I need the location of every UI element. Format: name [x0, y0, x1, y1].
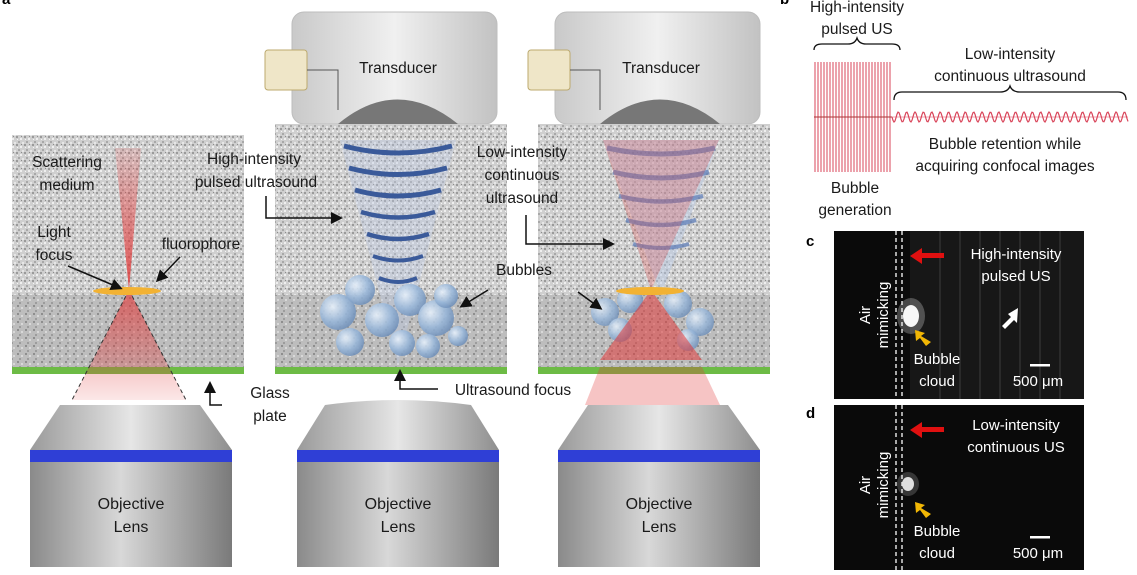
image-panel-d: Air mimicking Low-intensity continuous U…: [834, 405, 1084, 570]
lo-cont-arrow: [525, 215, 615, 250]
d-air-label-2: mimicking: [875, 452, 892, 519]
c-bubble-label-1: Bubble: [914, 351, 961, 368]
c-air-label-1: Air: [857, 306, 874, 324]
yellow-arrow-d: [915, 502, 931, 518]
c-us-label-2: pulsed US: [981, 268, 1050, 285]
objective-label-middle-1: Objective: [365, 496, 432, 513]
b-continuous-waveform: [891, 110, 1129, 124]
b-hi-label-2: pulsed US: [821, 21, 893, 38]
hi-pulsed-label-2: pulsed ultrasound: [195, 174, 317, 191]
red-arrow-c: [910, 248, 944, 264]
light-focus-arrow: [67, 265, 123, 291]
objective-label-left-1: Objective: [98, 496, 165, 513]
bubbles-arrow-right: [577, 291, 603, 310]
b-retention-label-2: acquiring confocal images: [915, 158, 1094, 175]
bubbles-arrow-middle: [459, 289, 489, 308]
objective-lens-left: Objective Lens: [30, 405, 232, 567]
image-panel-c: Air mimicking High-intensity pulsed US B…: [834, 231, 1084, 399]
objective-label-middle-2: Lens: [381, 519, 416, 536]
bubbles-label: Bubbles: [496, 262, 552, 279]
us-focus-arrow: [394, 369, 438, 390]
glass-plate-middle: [275, 367, 507, 374]
d-scale-label: 500 μm: [1013, 545, 1063, 562]
b-hi-brace: [813, 35, 901, 51]
b-lo-brace: [893, 83, 1127, 101]
c-us-label-1: High-intensity: [971, 246, 1062, 263]
b-hi-label-1: High-intensity: [810, 0, 904, 16]
us-cone-right: [603, 140, 719, 295]
d-bubble-label-1: Bubble: [914, 523, 961, 540]
objective-label-right-1: Objective: [626, 496, 693, 513]
bubbles-middle: [320, 275, 468, 358]
b-lo-label-2: continuous ultrasound: [934, 68, 1086, 85]
c-scale-label: 500 μm: [1013, 373, 1063, 390]
d-bubble-label-2: cloud: [919, 545, 955, 562]
bubbles-right: [591, 287, 714, 351]
transducer-right: Transducer: [527, 11, 761, 125]
lo-cont-label-3: ultrasound: [486, 190, 558, 207]
transducer-label-right: Transducer: [622, 60, 700, 77]
objective-label-right-2: Lens: [642, 519, 677, 536]
bubble-cloud-spot-d: [902, 477, 914, 491]
glass-plate-right: [538, 367, 770, 374]
white-arrow-c: [1002, 308, 1018, 329]
b-pulsed-waveform: [814, 62, 892, 172]
d-air-label-1: Air: [857, 476, 874, 494]
objective-lens-middle: Objective Lens: [297, 400, 499, 567]
objective-label-left-2: Lens: [114, 519, 149, 536]
panel-letter-a: a: [2, 0, 11, 8]
objective-lens-right: Objective Lens: [558, 405, 760, 567]
b-gen-label-1: Bubble: [831, 180, 879, 197]
hi-pulsed-label-1: High-intensity: [207, 151, 301, 168]
fluorophore-label: fluorophore: [162, 236, 240, 253]
c-bubble-label-2: cloud: [919, 373, 955, 390]
yellow-arrow-c: [915, 330, 931, 346]
b-retention-label-1: Bubble retention while: [929, 136, 1082, 153]
panel-letter-d: d: [806, 405, 815, 422]
transducer-label-middle: Transducer: [359, 60, 437, 77]
hi-pulsed-arrow: [265, 196, 343, 224]
d-us-label-2: continuous US: [967, 439, 1065, 456]
transducer-middle: Transducer: [264, 11, 498, 125]
fluorophore-layer-left: [93, 287, 161, 295]
fluorophore-arrow: [155, 256, 181, 283]
panel-letter-c: c: [806, 233, 814, 250]
b-lo-label-1: Low-intensity: [965, 46, 1056, 63]
light-beam-right: [585, 287, 720, 405]
scattering-label-1: Scattering: [32, 154, 102, 171]
d-us-label-1: Low-intensity: [972, 417, 1060, 434]
red-arrow-d: [910, 422, 944, 438]
b-gen-label-2: generation: [818, 202, 891, 219]
scattering-label-2: medium: [39, 177, 94, 194]
panel-letter-b: b: [780, 0, 789, 8]
c-air-label-2: mimicking: [875, 282, 892, 349]
fluorophore-layer-right: [616, 287, 684, 295]
lo-cont-label-2: continuous: [485, 167, 560, 184]
light-focus-label-1: Light: [37, 224, 71, 241]
scale-bar-d: [1030, 536, 1050, 539]
glass-plate-label-2: plate: [253, 408, 287, 425]
glass-plate-arrow: [204, 381, 222, 406]
bubble-cloud-spot-c: [903, 305, 919, 327]
light-focus-label-2: focus: [35, 247, 72, 264]
scale-bar-c: [1030, 364, 1050, 367]
us-focus-label: Ultrasound focus: [455, 382, 572, 399]
lo-cont-label-1: Low-intensity: [477, 144, 568, 161]
us-cone-middle: [340, 140, 456, 365]
glass-plate-label-1: Glass: [250, 385, 290, 402]
